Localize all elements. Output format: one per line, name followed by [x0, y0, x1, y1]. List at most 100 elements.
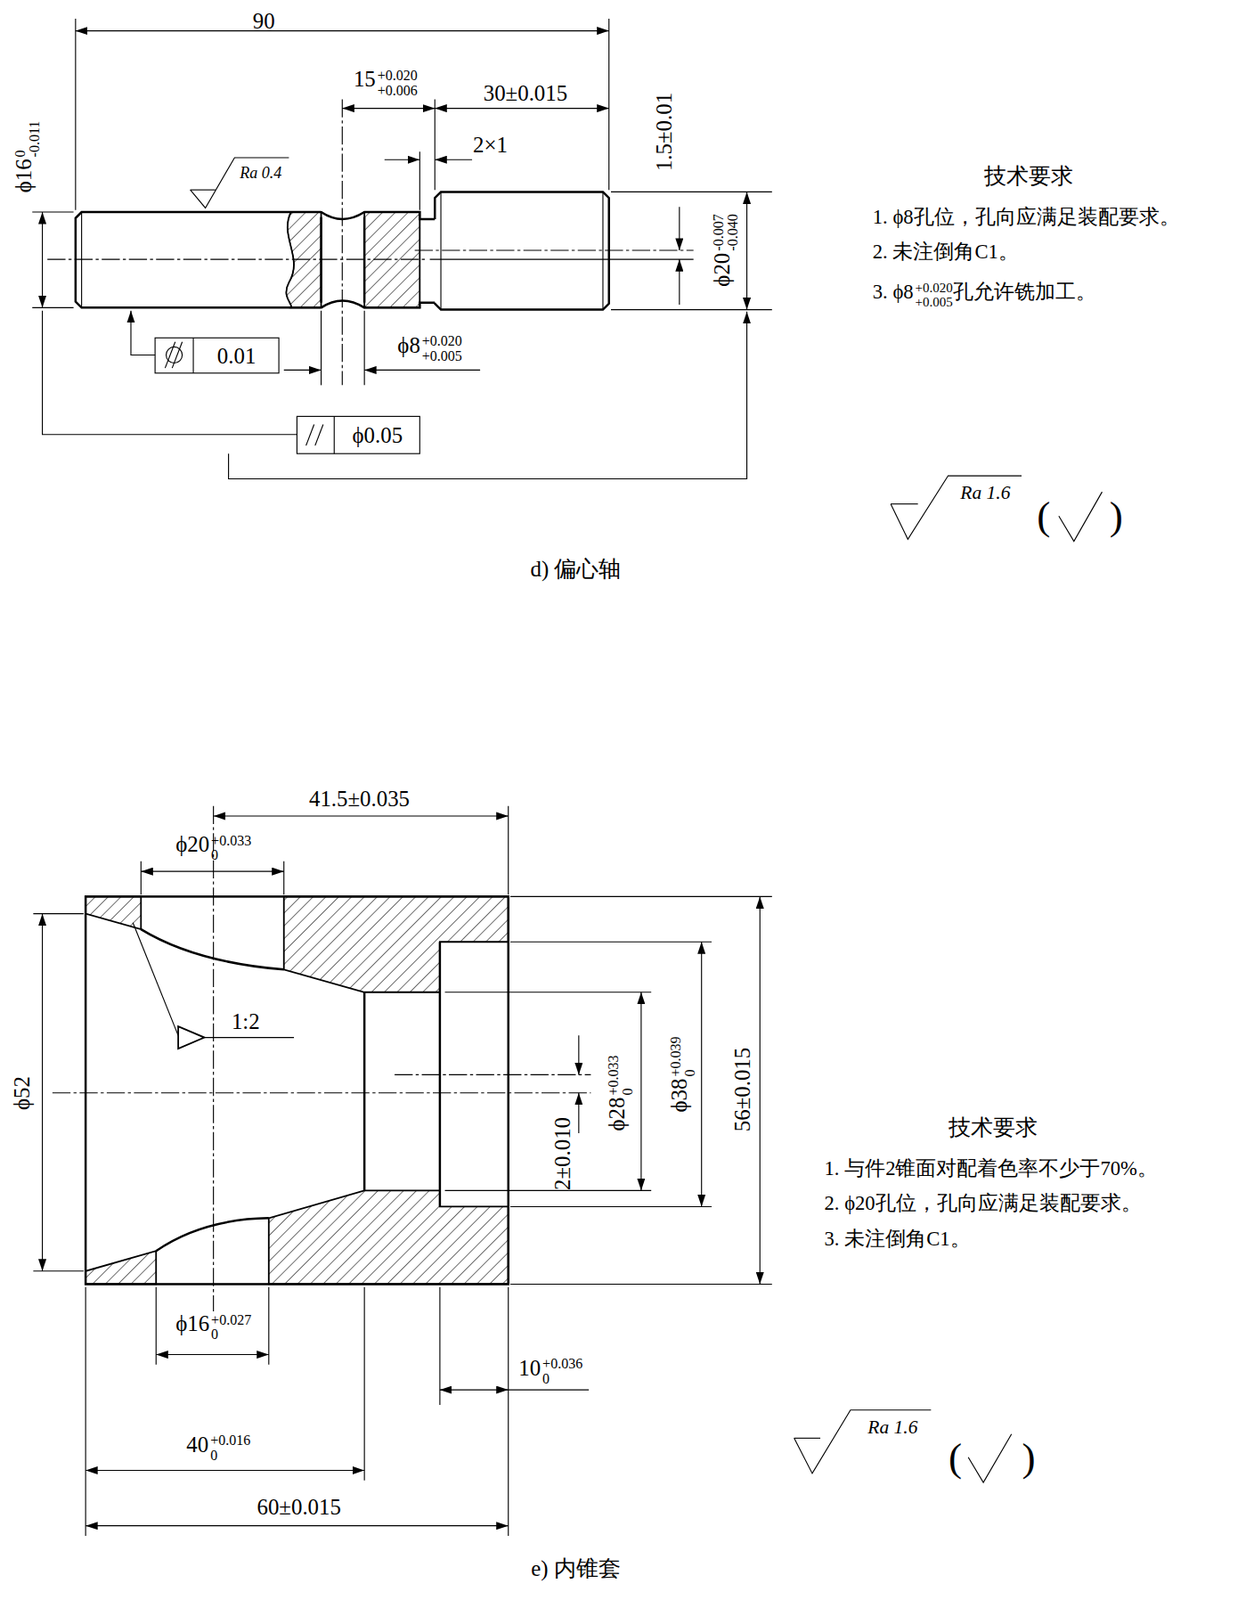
tolerance: +0.005 — [915, 295, 953, 310]
tolerance-stack: +0.0330 — [606, 1054, 637, 1095]
label-group: 1. ϕ8孔位，孔向应满足装配要求。 — [872, 205, 1181, 228]
label-group: 0.01 — [217, 343, 257, 368]
label-group: 技术要求 — [948, 1115, 1038, 1140]
dimension-text: ϕ20 — [709, 252, 734, 287]
label-group: 30±0.015 — [483, 81, 568, 106]
label-group: 技术要求 — [984, 164, 1074, 189]
tolerance-stack: +0.020+0.006 — [377, 68, 418, 99]
label-group: 56±0.015 — [730, 1047, 755, 1132]
label-group: ϕ28+0.0330 — [605, 1054, 637, 1131]
dimension-text: 40 — [186, 1432, 209, 1457]
tolerance: +0.036 — [542, 1357, 583, 1373]
label-group: 2. ϕ20孔位，孔向应满足装配要求。 — [824, 1192, 1142, 1215]
dimension-text: Ra 1.6 — [867, 1416, 918, 1438]
tolerance: 0 — [621, 1054, 637, 1095]
label-group: Ra 1.6 — [867, 1416, 918, 1439]
tolerance: +0.020 — [377, 68, 418, 84]
label-group: 41.5±0.035 — [309, 786, 410, 811]
dimension-text: ϕ16 — [11, 158, 36, 193]
label-group: ϕ38+0.0390 — [667, 1036, 700, 1113]
tolerance: +0.006 — [377, 83, 418, 99]
tolerance: +0.033 — [606, 1054, 622, 1095]
dimension-text: 10 — [518, 1355, 541, 1380]
tolerance: 0 — [210, 1448, 251, 1464]
dimension-text: ) — [1109, 494, 1124, 539]
label-group: ϕ16+0.0270 — [175, 1311, 252, 1343]
dimension-text: 3. ϕ8 — [872, 280, 914, 303]
label-group: ϕ52 — [9, 1075, 34, 1110]
dimension-text: 2×1 — [472, 133, 508, 158]
label-group: d) 偏心轴 — [529, 556, 621, 581]
label-group: 1.5±0.01 — [651, 91, 676, 171]
label-group: Ra 0.4 — [239, 164, 282, 183]
dimension-text: ϕ16 — [175, 1311, 210, 1336]
label-group: 40+0.0160 — [186, 1432, 251, 1464]
label-group: ( — [948, 1435, 962, 1481]
dimension-text: ϕ0.05 — [352, 423, 404, 448]
dimension-text: e) 内锥套 — [530, 1556, 621, 1581]
label-group: ϕ8+0.020+0.005 — [397, 333, 463, 365]
dimension-text: ϕ8 — [397, 333, 421, 358]
dimension-text: d) 偏心轴 — [529, 556, 621, 581]
dimension-text: 1. ϕ8孔位，孔向应满足装配要求。 — [872, 204, 1181, 228]
dimension-text: 90 — [252, 9, 276, 34]
tolerance-stack: 0-0.011 — [13, 121, 44, 158]
dimension-text: 孔允许铣加工。 — [952, 280, 1097, 303]
tolerance: -0.007 — [711, 213, 727, 251]
dimension-text: 3. 未注倒角C1。 — [824, 1226, 971, 1249]
tolerance: +0.033 — [211, 833, 252, 849]
tolerance-stack: +0.0360 — [542, 1357, 583, 1388]
label-group: ϕ20+0.0330 — [175, 832, 252, 864]
tolerance-stack: +0.0330 — [211, 833, 252, 864]
label-group: 2±0.010 — [550, 1116, 575, 1190]
label-group: 90 — [252, 9, 276, 34]
dimension-text: ϕ38 — [667, 1078, 693, 1113]
tolerance: +0.027 — [211, 1312, 252, 1328]
dimension-text: 1. 与件2锥面对配着色率不少于70%。 — [824, 1156, 1158, 1179]
dimension-text: ϕ28 — [605, 1096, 630, 1131]
dimension-text: ) — [1021, 1434, 1035, 1480]
label-group: ϕ160-0.011 — [11, 121, 43, 194]
tolerance-stack: +0.020+0.005 — [422, 334, 463, 366]
label-group: e) 内锥套 — [530, 1556, 621, 1581]
dimension-text: 41.5±0.035 — [309, 786, 410, 811]
dimension-text: 2±0.010 — [550, 1116, 575, 1190]
dimension-text: 1:2 — [231, 1009, 261, 1034]
dimension-text: Ra 1.6 — [960, 482, 1010, 505]
dimension-text: 2. 未注倒角C1。 — [872, 240, 1019, 263]
label-group: ( — [1036, 495, 1051, 540]
tolerance: -0.011 — [27, 121, 43, 158]
tolerance-stack: +0.0270 — [211, 1312, 252, 1344]
tolerance: 0 — [211, 1327, 252, 1344]
dimension-text: 技术要求 — [948, 1115, 1038, 1140]
tolerance: +0.020 — [915, 281, 953, 296]
tolerance: 0 — [684, 1036, 700, 1077]
dimension-text: ( — [948, 1434, 962, 1480]
dimension-text: 2. ϕ20孔位，孔向应满足装配要求。 — [824, 1191, 1142, 1214]
label-group: 3. 未注倒角C1。 — [824, 1227, 971, 1250]
tolerance: +0.005 — [422, 349, 463, 365]
label-group: 2. 未注倒角C1。 — [872, 241, 1019, 264]
label-group: ) — [1109, 495, 1124, 540]
label-group: 1. 与件2锥面对配着色率不少于70%。 — [824, 1156, 1158, 1180]
dimension-text: 15 — [353, 67, 376, 92]
tolerance: +0.020 — [422, 334, 463, 351]
tolerance-stack: +0.0160 — [210, 1433, 251, 1465]
tolerance: 0 — [542, 1372, 583, 1388]
dimension-text: 56±0.015 — [730, 1047, 755, 1132]
label-group: 10+0.0360 — [518, 1355, 583, 1387]
label-group: ϕ20-0.007-0.040 — [709, 213, 741, 286]
dimension-text: Ra 0.4 — [239, 163, 282, 182]
label-group: ) — [1021, 1435, 1035, 1481]
label-group: 2×1 — [472, 133, 508, 158]
dimension-text: 0.01 — [217, 343, 257, 368]
label-group: ϕ0.05 — [352, 423, 404, 448]
dimension-text: ϕ20 — [175, 832, 210, 857]
label-group: Ra 1.6 — [960, 483, 1010, 505]
tolerance: +0.016 — [210, 1433, 251, 1450]
dimension-text: 技术要求 — [984, 164, 1074, 189]
tolerance: +0.039 — [668, 1036, 684, 1077]
tolerance: 0 — [211, 848, 252, 864]
dimension-text: ( — [1036, 494, 1051, 539]
